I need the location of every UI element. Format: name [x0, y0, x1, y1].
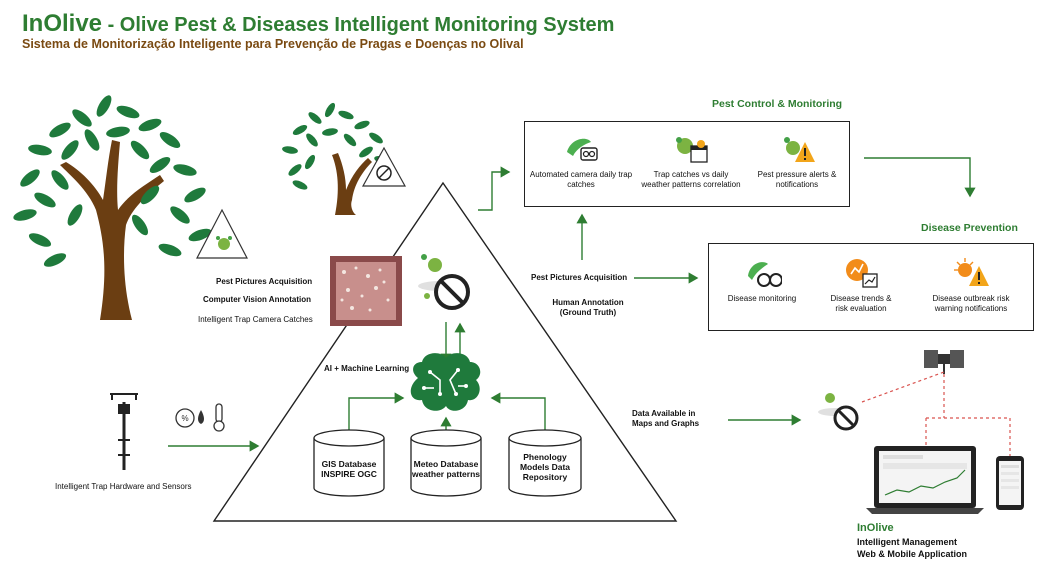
meteo-db-label: Meteo Database weather patterns: [407, 459, 485, 479]
app-title: InOlive: [857, 522, 894, 534]
gis-db-line2: INSPIRE OGC: [321, 469, 377, 479]
pest-control-title: Pest Control & Monitoring: [712, 98, 843, 110]
phenology-db-label: Phenology Models Data Repository: [505, 452, 585, 482]
disease-item-outbreak-line1: Disease outbreak risk: [932, 294, 1010, 303]
weather-station-icon: [110, 393, 138, 470]
phone-app-icon: [996, 456, 1024, 510]
pest-item-weather-line2: weather patterns correlation: [641, 180, 741, 189]
page-title: InOlive - Olive Pest & Diseases Intellig…: [22, 10, 614, 38]
pest-item-camera-line2: catches: [567, 180, 595, 189]
disease-prevention-box: Disease monitoring Disease trends & risk…: [708, 243, 1034, 331]
trap-camera-label: Intelligent Trap Camera Catches: [198, 315, 313, 324]
phenology-db-line1: Phenology: [523, 452, 567, 462]
gis-db-label: GIS Database INSPIRE OGC: [310, 459, 388, 479]
app-no-pest-icon: [818, 393, 859, 431]
satellite-icon: [924, 350, 964, 374]
human-annotation-line1: Human Annotation: [552, 298, 624, 307]
title-rest: - Olive Pest & Diseases Intelligent Moni…: [102, 14, 615, 36]
laptop-app-icon: [866, 446, 984, 514]
svg-text:%: %: [181, 414, 188, 423]
camera-trap-icon: [567, 138, 598, 161]
data-available-line2: Maps and Graphs: [632, 419, 700, 428]
app-line1: Intelligent Management: [857, 537, 958, 547]
disease-item-trends: Disease trends & risk evaluation: [811, 256, 911, 314]
page-subtitle: Sistema de Monitorização Inteligente par…: [22, 37, 524, 51]
humidity-icon: %: [175, 408, 195, 428]
data-available-label: Data Available in Maps and Graphs: [632, 409, 699, 429]
disease-item-monitoring-line1: Disease monitoring: [727, 294, 797, 303]
water-drop-icon: [198, 410, 204, 424]
thermometer-icon: [213, 403, 225, 432]
outbreak-warning-icon: [954, 258, 989, 286]
brand-name: InOlive: [22, 10, 103, 37]
left-pest-pictures-label: Pest Pictures Acquisition: [216, 277, 313, 286]
disease-item-outbreak-line2: warning notifications: [934, 304, 1008, 313]
phenology-database-icon: [508, 429, 582, 497]
disease-item-trends-line1: Disease trends &: [830, 294, 892, 303]
trend-chart-icon: [846, 259, 878, 288]
large-olive-tree-icon: [13, 95, 212, 320]
human-annotation-line2: (Ground Truth): [559, 308, 617, 317]
meteo-db-line2: weather patterns: [411, 469, 481, 479]
gis-database-icon: [313, 429, 385, 497]
network-links: [861, 371, 1011, 456]
meteo-db-line1: Meteo Database: [413, 459, 479, 469]
disease-item-trends-line2: risk evaluation: [835, 304, 887, 313]
calendar-pest-icon: [676, 137, 708, 163]
disease-prevention-title: Disease Prevention: [921, 222, 1018, 234]
pest-control-box: Automated camera daily trap catches Trap…: [524, 121, 850, 207]
hardware-label: Intelligent Trap Hardware and Sensors: [55, 482, 192, 491]
cv-annotation-label: Computer Vision Annotation: [203, 295, 311, 304]
mid-pest-pictures-label: Pest Pictures Acquisition: [531, 273, 628, 282]
pest-item-alerts-line2: notifications: [775, 180, 819, 189]
ai-ml-label: AI + Machine Learning: [324, 364, 410, 373]
pest-item-camera: Automated camera daily trap catches: [527, 132, 635, 190]
binoculars-leaf-icon: [748, 262, 782, 287]
app-line2: Web & Mobile Application: [857, 549, 967, 559]
gis-db-line1: GIS Database: [321, 459, 377, 469]
phenology-db-line2: Models Data: [519, 462, 571, 472]
system-pyramid: [212, 181, 678, 522]
pest-item-alerts-line1: Pest pressure alerts &: [757, 170, 837, 179]
meteo-database-icon: [410, 429, 482, 497]
pest-alert-triangle-icon: [196, 208, 248, 259]
pest-alert-icon: [784, 137, 815, 162]
pest-item-weather: Trap catches vs daily weather patterns c…: [635, 132, 747, 190]
disease-item-monitoring: Disease monitoring: [713, 256, 811, 304]
disease-item-outbreak: Disease outbreak risk warning notificati…: [913, 256, 1029, 314]
neural-network-brain-icon: [410, 353, 481, 411]
small-olive-tree-icon: [282, 102, 390, 215]
trap-camera-photo: [330, 256, 402, 326]
human-annotation-label: Human Annotation (Ground Truth): [548, 298, 628, 318]
no-pest-icon: [418, 254, 470, 310]
pest-item-camera-line1: Automated camera daily trap: [529, 170, 633, 179]
pest-item-alerts: Pest pressure alerts & notifications: [747, 132, 847, 190]
phenology-db-line3: Repository: [522, 472, 568, 482]
data-available-line1: Data Available in: [632, 409, 696, 418]
pest-item-weather-line1: Trap catches vs daily: [653, 170, 729, 179]
pest-alert-triangle-small-icon: [361, 146, 407, 187]
